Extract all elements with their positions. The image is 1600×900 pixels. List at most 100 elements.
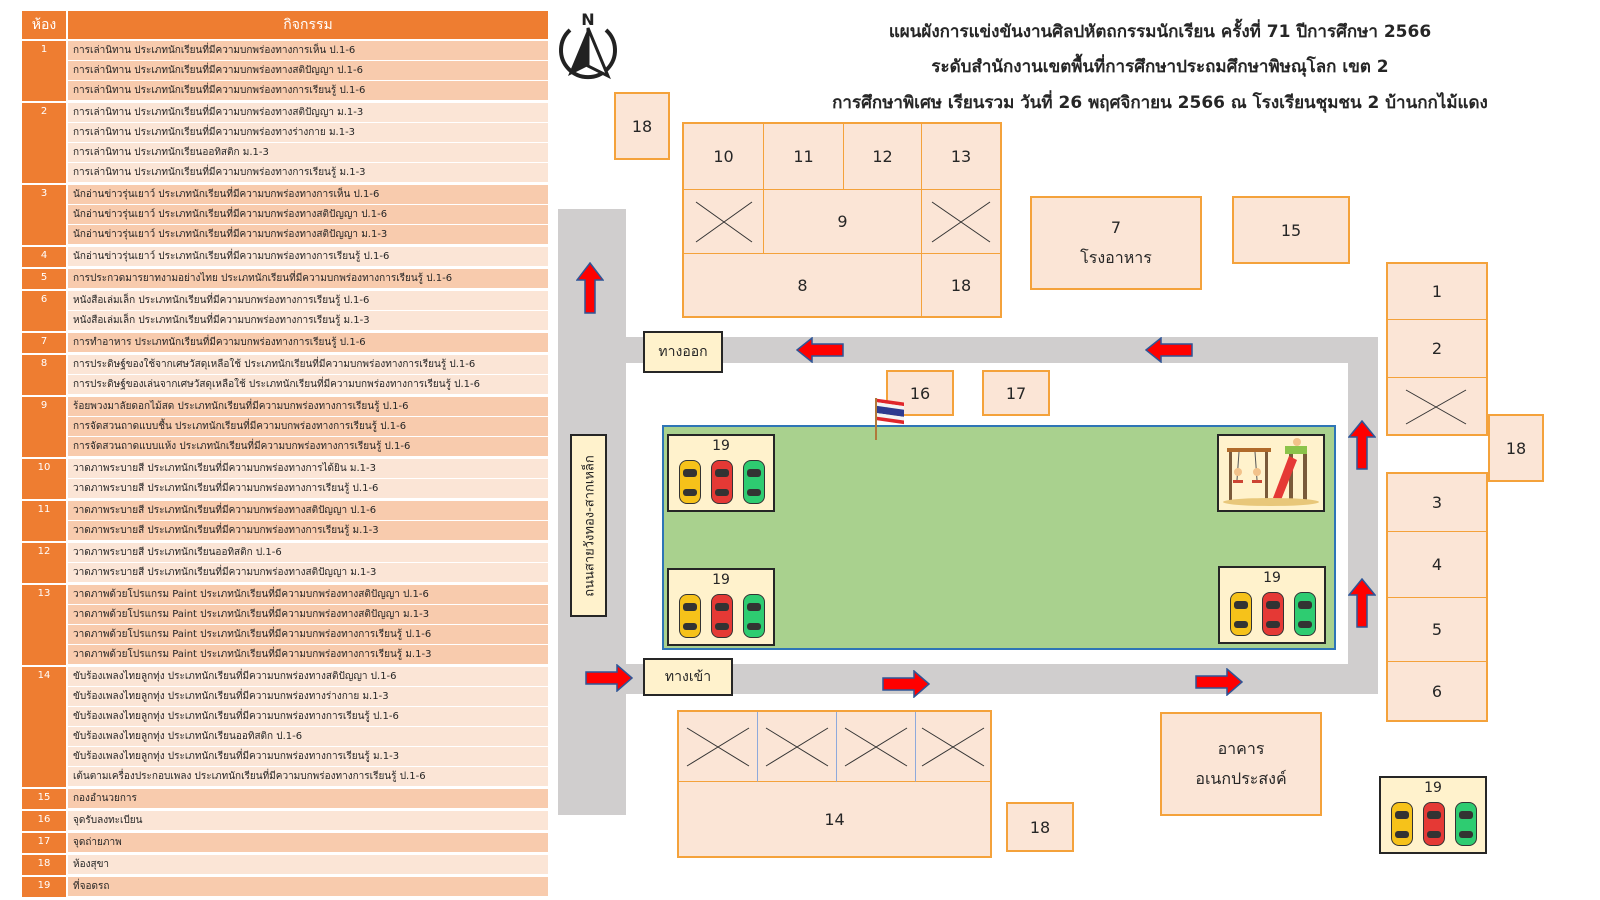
car-icon <box>1391 802 1413 846</box>
legend-activity-list: จุดรับลงทะเบียน <box>68 811 548 831</box>
room-18-top-left: 18 <box>614 92 670 160</box>
legend-activity-item: เต้นตามเครื่องประกอบเพลง ประเภทนักเรียนท… <box>68 767 548 787</box>
legend-room-number: 14 <box>22 667 66 787</box>
closed-x-icon <box>921 727 985 766</box>
thai-flag-icon <box>872 396 906 442</box>
legend-room-number: 2 <box>22 103 66 183</box>
legend-room-number: 13 <box>22 585 66 665</box>
playground-icon <box>1217 434 1325 512</box>
legend-activity-list: จุดถ่ายภาพ <box>68 833 548 853</box>
legend-activity-item: การเล่านิทาน ประเภทนักเรียนที่มีความบกพร… <box>68 163 548 183</box>
legend-activity-item: วาดภาพระบายสี ประเภทนักเรียนที่มีความบกพ… <box>68 521 548 541</box>
legend-activity-item: วาดภาพระบายสี ประเภทนักเรียนที่มีความบกพ… <box>68 459 548 479</box>
legend-room-number: 10 <box>22 459 66 499</box>
legend-activity-item: การจัดสวนถาดแบบแห้ง ประเภทนักเรียนที่มีค… <box>68 437 548 457</box>
title-line-1: แผนผังการแข่งขันงานศิลปหัตถกรรมนักเรียน … <box>888 22 1432 42</box>
legend-activity-item: การเล่านิทาน ประเภทนักเรียนที่มีความบกพร… <box>68 123 548 143</box>
room-11: 11 <box>764 124 844 190</box>
right-road <box>1348 337 1378 694</box>
legend-room-number: 12 <box>22 543 66 583</box>
legend-activity-list: ที่จอดรถ <box>68 877 548 897</box>
closed-room <box>758 712 837 782</box>
car-icon <box>743 594 765 638</box>
closed-x-icon <box>686 727 750 766</box>
legend-activity-item: การประกวดมารยาทงามอย่างไทย ประเภทนักเรีย… <box>68 269 548 289</box>
title-line-3: การศึกษาพิเศษ เรียนรวม วันที่ 26 พฤศจิกา… <box>832 93 1488 113</box>
parking-lot-bottom-left: 19 <box>667 568 775 646</box>
legend-activity-item: การประดิษฐ์ของใช้จากเศษวัสดุเหลือใช้ ประ… <box>68 355 548 375</box>
legend-activity-item: กองอำนวยการ <box>68 789 548 809</box>
legend-activity-item: นักอ่านข่าวรุ่นเยาว์ ประเภทนักเรียนที่มี… <box>68 185 548 205</box>
legend-activity-item: การจัดสวนถาดแบบชื้น ประเภทนักเรียนที่มีค… <box>68 417 548 437</box>
legend-activity-list: การประกวดมารยาทงามอย่างไทย ประเภทนักเรีย… <box>68 269 548 289</box>
legend-activity-list: ร้อยพวงมาลัยดอกไม้สด ประเภทนักเรียนที่มี… <box>68 397 548 457</box>
closed-room <box>1388 378 1486 434</box>
legend-room-number: 17 <box>22 833 66 853</box>
arrow-right-icon <box>1195 668 1243 696</box>
legend-activity-item: ที่จอดรถ <box>68 877 548 897</box>
legend-activity-item: วาดภาพด้วยโปรแกรม Paint ประเภทนักเรียนที… <box>68 585 548 605</box>
car-icon <box>1423 802 1445 846</box>
arrow-up-icon <box>576 262 604 314</box>
closed-x-icon <box>1405 389 1467 425</box>
building-name-line-2: อเนกประสงค์ <box>1195 769 1287 788</box>
legend-room-number: 16 <box>22 811 66 831</box>
room-15: 15 <box>1232 196 1350 264</box>
legend-activity-item: การเล่านิทาน ประเภทนักเรียนออทิสติก ม.1-… <box>68 143 548 163</box>
room-2: 2 <box>1388 320 1486 378</box>
arrow-right-icon <box>882 670 930 698</box>
legend-activity-item: วาดภาพระบายสี ประเภทนักเรียนที่มีความบกพ… <box>68 501 548 521</box>
closed-x-icon <box>695 201 753 242</box>
closed-room <box>684 190 764 254</box>
legend-header-activity: กิจกรรม <box>68 11 548 39</box>
parking-lot-bottom-right: 19 <box>1218 566 1326 644</box>
room-18-right: 18 <box>1488 414 1544 482</box>
legend-activity-list: กองอำนวยการ <box>68 789 548 809</box>
room-10: 10 <box>684 124 764 190</box>
arrow-up-icon <box>1348 578 1376 628</box>
legend-activity-item: จุดรับลงทะเบียน <box>68 811 548 831</box>
closed-room <box>837 712 916 782</box>
multipurpose-building: อาคาร อเนกประสงค์ <box>1160 712 1322 816</box>
car-icon <box>679 594 701 638</box>
legend-room-number: 4 <box>22 247 66 267</box>
legend-activity-item: วาดภาพระบายสี ประเภทนักเรียนที่มีความบกพ… <box>68 479 548 499</box>
room-7-canteen: 7 โรงอาหาร <box>1030 196 1202 290</box>
legend-activity-item: การเล่านิทาน ประเภทนักเรียนที่มีความบกพร… <box>68 61 548 81</box>
legend-activity-list: การเล่านิทาน ประเภทนักเรียนที่มีความบกพร… <box>68 41 548 101</box>
legend-room-number: 6 <box>22 291 66 331</box>
north-compass-icon: N <box>556 10 620 80</box>
room-9: 9 <box>764 190 922 254</box>
closed-room <box>922 190 1000 254</box>
room-14: 14 <box>824 809 845 829</box>
legend-activity-item: วาดภาพด้วยโปรแกรม Paint ประเภทนักเรียนที… <box>68 605 548 625</box>
legend-activity-item: ร้อยพวงมาลัยดอกไม้สด ประเภทนักเรียนที่มี… <box>68 397 548 417</box>
room-17-photo: 17 <box>982 370 1050 416</box>
room-7-name: โรงอาหาร <box>1080 248 1152 267</box>
parking-number: 19 <box>712 438 730 454</box>
car-icon <box>1262 592 1284 636</box>
room-4: 4 <box>1388 532 1486 598</box>
legend-activity-item: ขับร้องเพลงไทยลูกทุ่ง ประเภทนักเรียนที่ม… <box>68 747 548 767</box>
legend-activity-item: หนังสือเล่มเล็ก ประเภทนักเรียนที่มีความบ… <box>68 291 548 311</box>
room-8: 8 <box>684 254 922 316</box>
legend-activity-item: นักอ่านข่าวรุ่นเยาว์ ประเภทนักเรียนที่มี… <box>68 247 548 267</box>
arrow-right-icon <box>585 664 633 692</box>
car-icon <box>743 460 765 504</box>
